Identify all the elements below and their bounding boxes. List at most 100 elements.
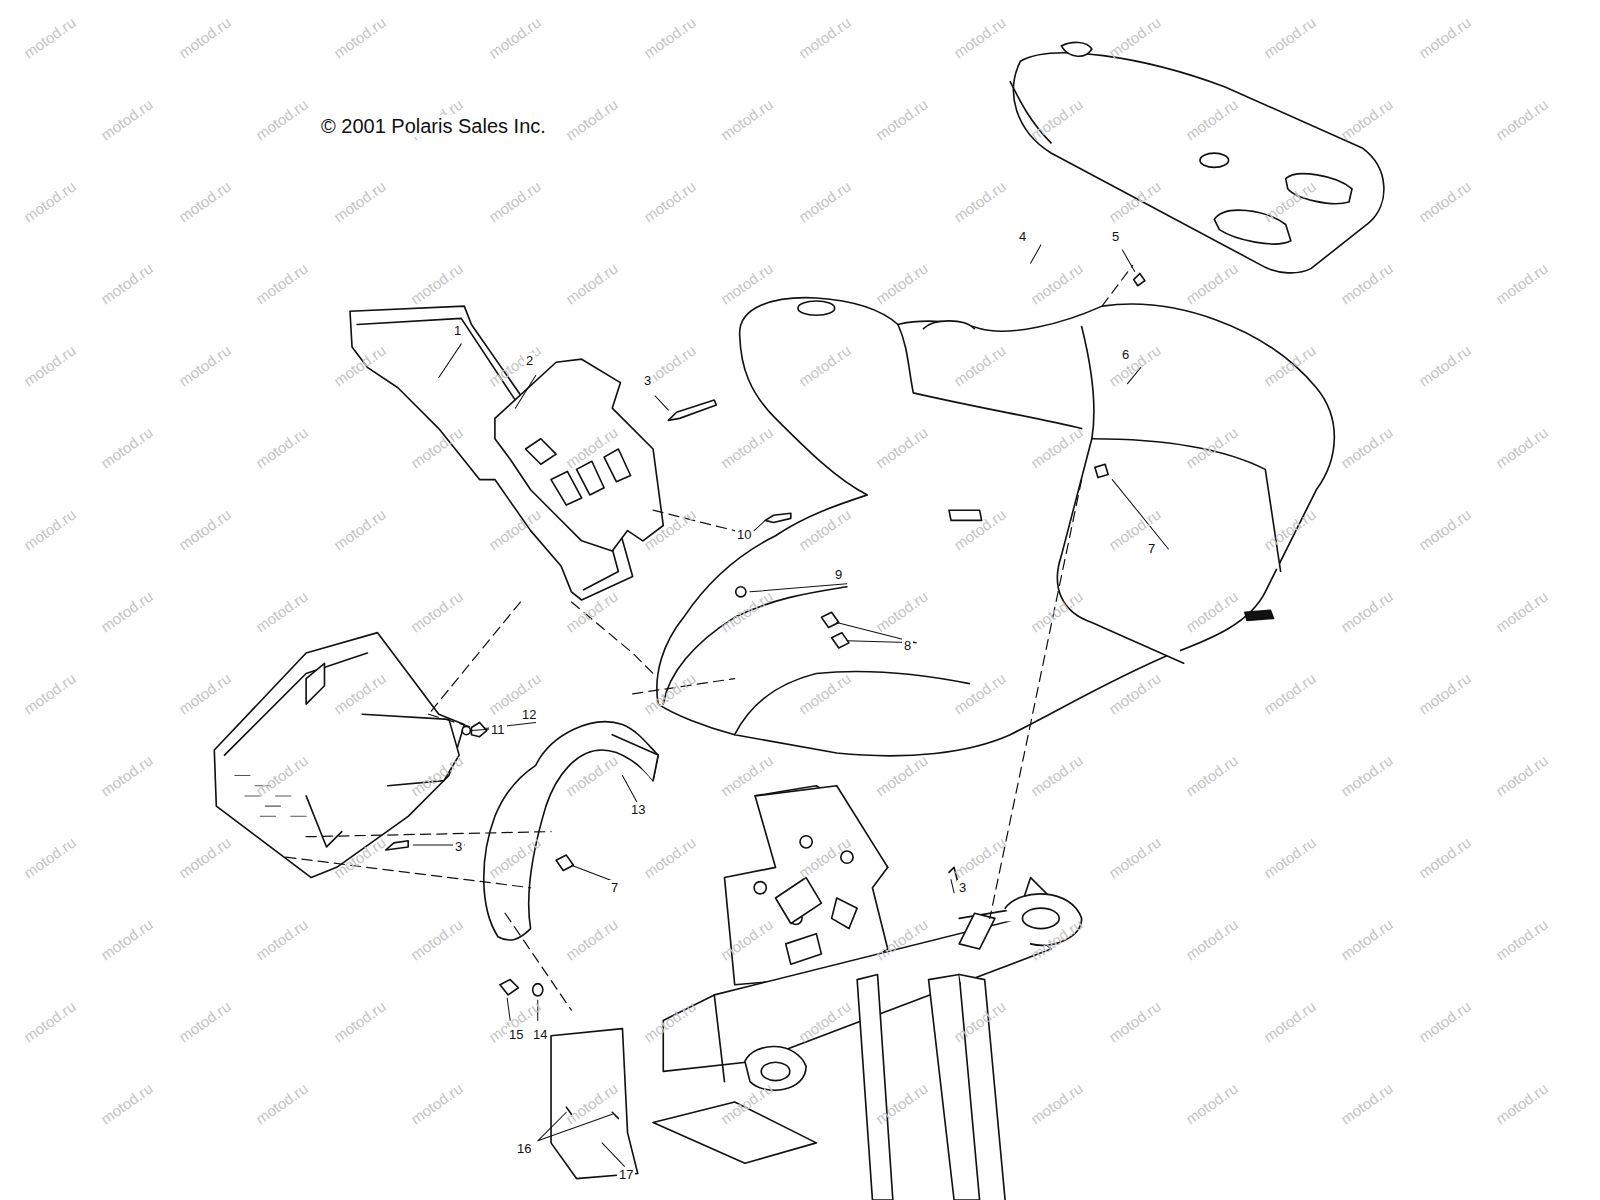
watermark: motod.ru	[408, 588, 465, 634]
watermark: motod.ru	[486, 14, 543, 60]
callout-number: 17	[617, 1167, 635, 1182]
watermark: motod.ru	[176, 834, 233, 880]
callout-number: 10	[735, 527, 753, 542]
watermark: motod.ru	[408, 1080, 465, 1126]
watermark: motod.ru	[331, 998, 388, 1044]
watermark: motod.ru	[951, 834, 1008, 880]
callout-number: 4	[1017, 229, 1028, 244]
watermark: motod.ru	[641, 14, 698, 60]
watermark: motod.ru	[1183, 260, 1240, 306]
watermark: motod.ru	[1261, 670, 1318, 716]
watermark: motod.ru	[1261, 14, 1318, 60]
callout-number: 8	[902, 638, 913, 653]
watermark: motod.ru	[253, 588, 310, 634]
watermark: motod.ru	[21, 178, 78, 224]
callout-number: 12	[520, 707, 538, 722]
watermark: motod.ru	[1416, 178, 1473, 224]
watermark: motod.ru	[253, 1080, 310, 1126]
callout-number: 3	[453, 839, 464, 854]
watermark: motod.ru	[1338, 424, 1395, 470]
watermark: motod.ru	[563, 260, 620, 306]
watermark: motod.ru	[1028, 260, 1085, 306]
watermark: motod.ru	[1261, 834, 1318, 880]
callout-number: 15	[507, 1027, 525, 1042]
watermark: motod.ru	[98, 588, 155, 634]
watermark: motod.ru	[98, 424, 155, 470]
watermark: motod.ru	[873, 96, 930, 142]
watermark: motod.ru	[21, 506, 78, 552]
watermark: motod.ru	[176, 178, 233, 224]
callout-number: 6	[1120, 347, 1131, 362]
watermark: motod.ru	[1416, 834, 1473, 880]
watermark: motod.ru	[486, 178, 543, 224]
callout-number: 3	[642, 373, 653, 388]
callout-number: 11	[489, 722, 507, 737]
watermark: motod.ru	[331, 14, 388, 60]
watermark: motod.ru	[1493, 424, 1550, 470]
callout-number: 9	[833, 567, 844, 582]
watermark: motod.ru	[176, 14, 233, 60]
callout-number: 5	[1110, 229, 1121, 244]
watermark: motod.ru	[1493, 752, 1550, 798]
watermark: motod.ru	[951, 14, 1008, 60]
watermark: motod.ru	[98, 1080, 155, 1126]
watermark: motod.ru	[1416, 670, 1473, 716]
watermark: motod.ru	[1493, 1080, 1550, 1126]
watermark: motod.ru	[98, 752, 155, 798]
watermark: motod.ru	[1416, 998, 1473, 1044]
watermark: motod.ru	[1183, 752, 1240, 798]
watermark: motod.ru	[21, 342, 78, 388]
callout-number: 3	[957, 880, 968, 895]
watermark: motod.ru	[563, 916, 620, 962]
callout-number: 13	[629, 802, 647, 817]
watermark: motod.ru	[21, 834, 78, 880]
watermark: motod.ru	[718, 752, 775, 798]
watermark: motod.ru	[1493, 260, 1550, 306]
watermark: motod.ru	[1106, 998, 1163, 1044]
callout-number: 7	[1146, 541, 1157, 556]
watermark: motod.ru	[1493, 916, 1550, 962]
watermark: motod.ru	[1416, 14, 1473, 60]
watermark: motod.ru	[641, 834, 698, 880]
watermark: motod.ru	[253, 916, 310, 962]
watermark: motod.ru	[98, 96, 155, 142]
watermark: motod.ru	[1183, 1080, 1240, 1126]
watermark: motod.ru	[1338, 752, 1395, 798]
watermark: motod.ru	[253, 96, 310, 142]
watermark: motod.ru	[1338, 916, 1395, 962]
watermark: motod.ru	[641, 178, 698, 224]
watermark: motod.ru	[331, 178, 388, 224]
watermark: motod.ru	[718, 424, 775, 470]
watermark: motod.ru	[951, 178, 1008, 224]
watermark: motod.ru	[1106, 14, 1163, 60]
callout-number: 14	[531, 1027, 549, 1042]
watermark: motod.ru	[1183, 916, 1240, 962]
watermark: motod.ru	[1338, 96, 1395, 142]
watermark: motod.ru	[176, 342, 233, 388]
watermark: motod.ru	[1338, 260, 1395, 306]
watermark: motod.ru	[1416, 506, 1473, 552]
callout-number: 16	[515, 1141, 533, 1156]
watermark: motod.ru	[21, 670, 78, 716]
watermark: motod.ru	[1106, 834, 1163, 880]
watermark: motod.ru	[176, 998, 233, 1044]
watermark: motod.ru	[718, 260, 775, 306]
watermark: motod.ru	[1028, 1080, 1085, 1126]
watermark: motod.ru	[1416, 342, 1473, 388]
watermark: motod.ru	[1493, 96, 1550, 142]
watermark: motod.ru	[253, 260, 310, 306]
watermark: motod.ru	[563, 96, 620, 142]
watermark: motod.ru	[873, 260, 930, 306]
watermark: motod.ru	[873, 752, 930, 798]
watermark: motod.ru	[1028, 752, 1085, 798]
watermark: motod.ru	[1338, 1080, 1395, 1126]
watermark: motod.ru	[176, 670, 233, 716]
watermark: motod.ru	[408, 916, 465, 962]
copyright-note: © 2001 Polaris Sales Inc.	[318, 115, 549, 137]
watermark: motod.ru	[718, 96, 775, 142]
watermark: motod.ru	[1493, 588, 1550, 634]
watermark: motod.ru	[98, 916, 155, 962]
callout-number: 1	[452, 323, 463, 338]
watermark: motod.ru	[176, 506, 233, 552]
